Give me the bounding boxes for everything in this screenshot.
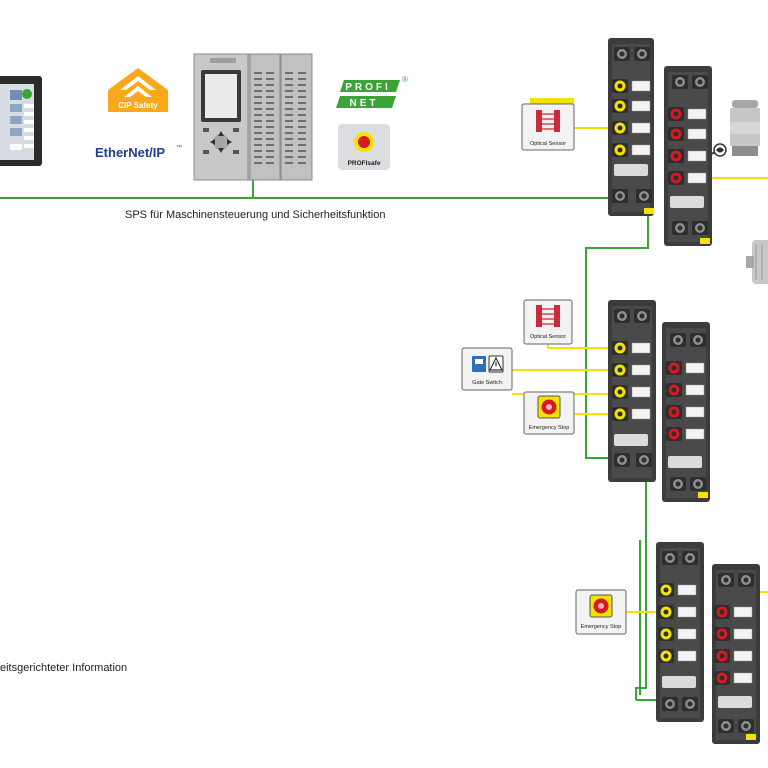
io-module-5 [656,542,704,722]
emergency-stop-icon [537,395,561,419]
info-caption: eitsgerichteter Information [0,662,127,674]
io-module-4 [662,322,710,502]
profinet-registered: ® [402,75,408,84]
cip-safety-logo: CIP Safety [108,68,168,112]
ethernet-ip-tm: ™ [176,144,182,151]
profisafe-logo: PROFIsafe [338,124,390,170]
gate-switch-icon [472,355,504,373]
ethernet-ip-logo: EtherNet/IP ™ [95,144,182,160]
gate-switch-label: Gate Switch [472,380,502,386]
motor-icon [746,240,768,284]
signal-cable-optical-2 [547,344,620,349]
profinet-logo: PROFI NET ® [336,75,408,109]
ethernet-ip-label: EtherNet/IP [95,145,165,160]
optical-sensor-2-label: Optical Sensor [530,334,566,340]
io-module-3 [608,300,656,482]
emergency-stop-2: Emergency Stop [575,589,627,635]
network-cables [0,180,662,701]
io-module-1 [608,38,654,216]
gate-switch: Gate Switch [461,347,513,391]
optical-sensor-1-label: Optical Sensor [530,141,566,147]
plc-caption: SPS für Maschinensteuerung und Sicherhei… [125,209,386,221]
stack-light-icon [713,100,760,157]
optical-sensor-2: Optical Sensor [523,299,573,345]
optical-sensor-1: Optical Sensor [521,98,575,151]
emergency-stop-1-label: Emergency Stop [529,425,570,431]
hmi-panel-icon [0,76,42,166]
profisafe-label: PROFIsafe [348,160,381,167]
emergency-stop-1: Emergency Stop [523,391,575,435]
network-cable-m1-to-m2 [585,200,649,459]
cip-safety-label: CIP Safety [118,101,158,110]
profinet-bottom-label: NET [350,98,379,109]
emergency-stop-icon [589,594,613,618]
io-module-6 [712,564,760,744]
io-module-2 [664,66,712,246]
emergency-stop-2-label: Emergency Stop [581,624,622,630]
profinet-top-label: PROFI [345,82,391,93]
plc-controller-icon [193,53,313,181]
